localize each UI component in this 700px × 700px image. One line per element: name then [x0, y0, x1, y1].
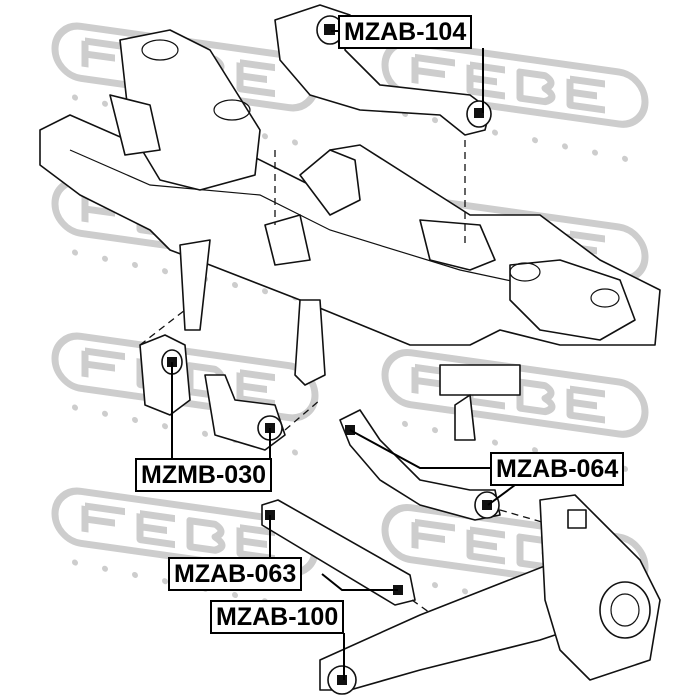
part-label-mzab-063: MZAB-063: [168, 557, 303, 591]
trailing-arm-and-knuckle: [319, 494, 661, 695]
engine-mount-and-bracket: [139, 309, 321, 451]
leader-lines: [171, 30, 516, 680]
part-label-mzab-104: MZAB-104: [338, 15, 473, 49]
subframe-crossmember: [39, 29, 661, 441]
part-label-mzab-100: MZAB-100: [210, 600, 345, 634]
lower-control-arm: [339, 409, 571, 531]
upper-control-arm: [274, 4, 492, 245]
part-label-mzmb-030: MZMB-030: [135, 458, 273, 492]
part-label-mzab-064: MZAB-064: [490, 452, 625, 486]
